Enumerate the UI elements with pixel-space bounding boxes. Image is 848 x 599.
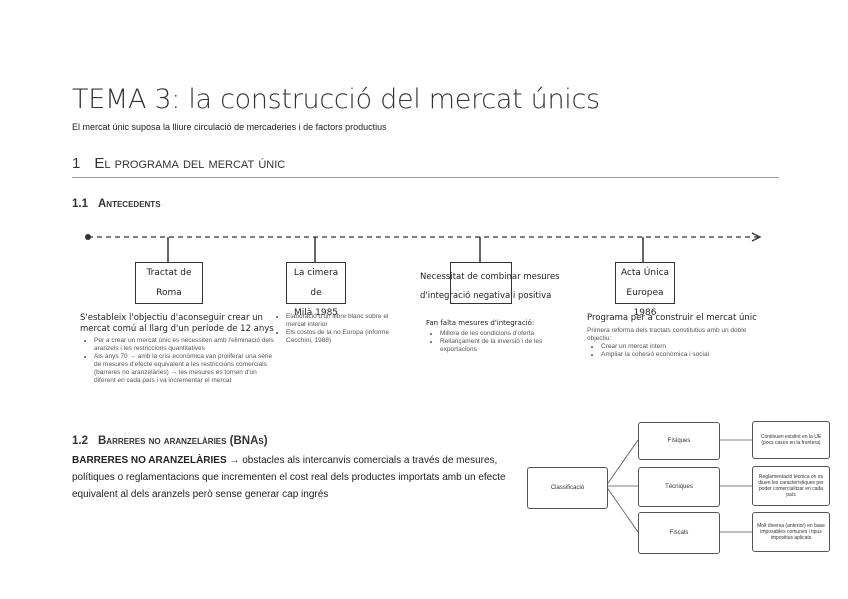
diagram-branch: Físiques: [638, 422, 720, 460]
diagram-detail-text: Continuen existint en la UE (pocs casos …: [760, 434, 822, 446]
bna-term: BARRERES NO ARANZELÀRIES: [72, 455, 227, 466]
event-bullet: Per a crear un mercat únic es necessiten…: [94, 337, 275, 353]
event-box-integracio: [450, 262, 512, 304]
heading-1-1: 1.1 Antecedents: [72, 198, 161, 210]
event-label: Milà 1985: [293, 308, 339, 318]
event-label: Europea 1986: [626, 288, 664, 318]
heading-number: 1.1: [72, 198, 88, 210]
event-label: Tractat de: [146, 268, 192, 278]
event-box-cimera-mila: La cimera de Milà 1985: [286, 262, 346, 318]
diagram-root: Classificació: [527, 467, 608, 509]
diagram-branch-label: Físiques: [667, 438, 691, 444]
event-note: S'estableix l'objectiu d'aconseguir crea…: [80, 313, 275, 385]
event-bullet: Crear un mercat intern: [601, 343, 762, 351]
event-note: Programa per a construir el mercat únic …: [587, 313, 762, 359]
heading-1: 1 El programa del mercat únic: [72, 155, 285, 172]
timeline-axis: [85, 232, 762, 262]
event-bullet: Elaboració d'un llibre blanc sobre el me…: [286, 313, 402, 329]
bna-definition: BARRERES NO ARANZELÀRIES → obstacles als…: [72, 452, 522, 503]
diagram-branch-label: Tècniques: [665, 484, 693, 490]
page-subtitle: El mercat únic suposa la lliure circulac…: [72, 122, 387, 132]
heading-label: Antecedents: [98, 198, 161, 210]
heading-number: 1: [72, 155, 81, 172]
event-label: d'integració negativa i positiva: [420, 291, 552, 301]
event-box-tractat-roma: Tractat de Roma: [135, 262, 203, 304]
event-note: Fan falta mesures d'integració: Millora …: [426, 318, 556, 354]
diagram-detail-text: Reglamentació tècnica on es diuen les ca…: [758, 474, 824, 498]
bna-definition-text: obstacles als intercanvis comercials a t…: [72, 455, 506, 500]
event-label: Acta Única: [620, 268, 670, 278]
heading-1-2: 1.2 Barreres no aranzelàries (BNAs): [72, 435, 268, 447]
diagram-branch: Fiscals: [638, 512, 720, 554]
diagram-branch: Tècniques: [638, 467, 720, 507]
event-note-title: Fan falta mesures d'integració:: [426, 319, 535, 327]
event-box-acta-unica: Acta Única Europea 1986: [615, 262, 675, 318]
event-note-title: Programa per a construir el mercat únic: [587, 313, 757, 323]
event-bullet: Ampliar la cohesió econòmica i social: [601, 351, 762, 359]
heading-number: 1.2: [72, 435, 88, 447]
event-sub-note: Primera reforma dels tractats constituti…: [587, 327, 747, 342]
event-label-integracio: Necessitat de combinar mesures d'integra…: [420, 268, 560, 306]
diagram-detail: Molt diversa (anterior) en base imposabl…: [752, 512, 830, 552]
diagram-detail-text: Molt diversa (anterior) en base imposabl…: [757, 523, 825, 541]
event-label: Necessitat de combinar mesures: [420, 272, 560, 282]
diagram-branch-label: Fiscals: [669, 530, 689, 536]
heading-label: El programa del mercat únic: [94, 155, 286, 172]
diagram-detail: Reglamentació tècnica on es diuen les ca…: [752, 466, 830, 506]
event-note: Elaboració d'un llibre blanc sobre el me…: [272, 313, 402, 345]
heading-rule: [72, 177, 779, 178]
event-label: La cimera de: [293, 268, 339, 298]
event-label: Roma: [156, 288, 182, 298]
event-bullet: Als anys 70 → amb la crisi econòmica van…: [94, 353, 275, 385]
heading-label: Barreres no aranzelàries (BNAs): [98, 435, 268, 447]
diagram-root-label: Classificació: [550, 485, 585, 491]
event-bullet: Els costos de la no Europa (informe Cecc…: [286, 329, 402, 345]
event-bullet: Millora de les condicions d'oferta: [440, 330, 556, 338]
page-title: TEMA 3: la construcció del mercat únics: [72, 84, 600, 115]
arrow-icon: →: [229, 455, 240, 466]
diagram-detail: Continuen existint en la UE (pocs casos …: [752, 421, 830, 459]
event-bullet: Rellançament de la inversió i de les exp…: [440, 338, 556, 354]
event-note-title: S'estableix l'objectiu d'aconseguir crea…: [80, 313, 274, 334]
